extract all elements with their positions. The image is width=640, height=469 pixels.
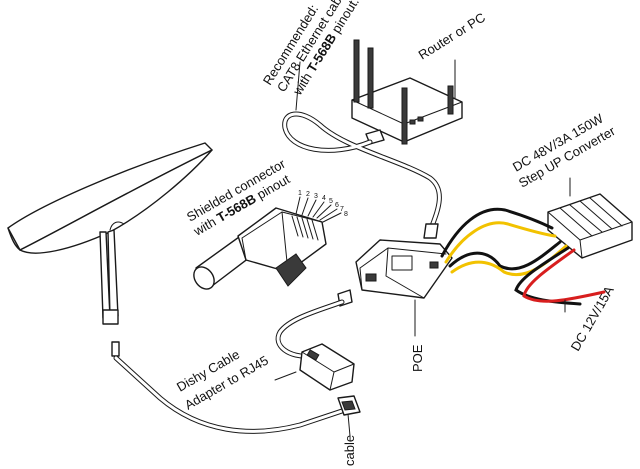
leader-cable [347,413,351,437]
poe-body [355,239,453,299]
dish-mast-base [102,309,119,325]
adapter-front-edge [329,371,335,391]
adapter-rj45-port [306,349,320,361]
pin-numbers: 1 2 3 4 5 6 7 8 [298,190,348,218]
wire-black-2 [448,240,562,271]
converter-front-corner [579,239,583,259]
wire-red-input [522,248,606,303]
poe-port [365,273,377,282]
pin-number: 8 [344,211,348,218]
router-label: Router or PC [416,10,488,63]
router-antenna-2 [367,47,374,109]
converter-heatsink-fins [559,197,623,237]
router-device [351,39,463,145]
converter-body [547,193,633,259]
dishy-cable-adapter [299,343,355,391]
dish-mount [109,221,125,231]
router-antenna-4 [447,85,454,115]
pin-number: 2 [306,191,310,198]
connector-pins [291,215,319,241]
wire-black-1 [440,207,554,258]
shielded-connector [193,196,342,290]
ethernet-cable [282,111,442,239]
leader-lines [274,59,571,437]
dish-mast-side [107,229,119,319]
satellite-dish [7,142,361,434]
poe-injector [355,239,453,299]
pin-number: 3 [314,193,318,200]
connector-latch [275,253,307,287]
dish-cable-plug [111,341,120,357]
cable-label: cable [342,435,357,466]
router-port [409,119,416,125]
adapter-patch-cable [275,289,353,359]
router-antenna-3 [401,87,408,145]
leader-adapter [274,371,297,381]
pin-number: 1 [298,190,302,197]
connector-plug-body [237,207,327,273]
pin-number: 5 [329,198,333,205]
connector-cable-end [193,266,215,290]
dish-edge [7,227,21,251]
leader-cable-note [295,61,301,111]
ethernet-plug-poe [423,223,439,239]
poe-front-edge [385,247,425,299]
pin-number: 4 [322,195,326,202]
router-antenna-1 [353,39,360,103]
poe-label: POE [410,344,425,372]
router-port [417,116,424,122]
poe-label-panel [391,255,413,271]
poe-dc-jack [429,261,439,269]
poe-top-edge [359,247,447,291]
dish-underside [19,149,213,254]
connector-plug-edge [241,211,323,261]
power-wires [440,207,606,306]
pin-leader-lines [295,196,342,223]
wire-yellow-1 [444,221,557,264]
pin-number: 7 [340,206,344,213]
step-up-converter [547,193,633,259]
pin-number: 6 [335,202,339,209]
dishy-cable-end-detail [341,400,356,411]
